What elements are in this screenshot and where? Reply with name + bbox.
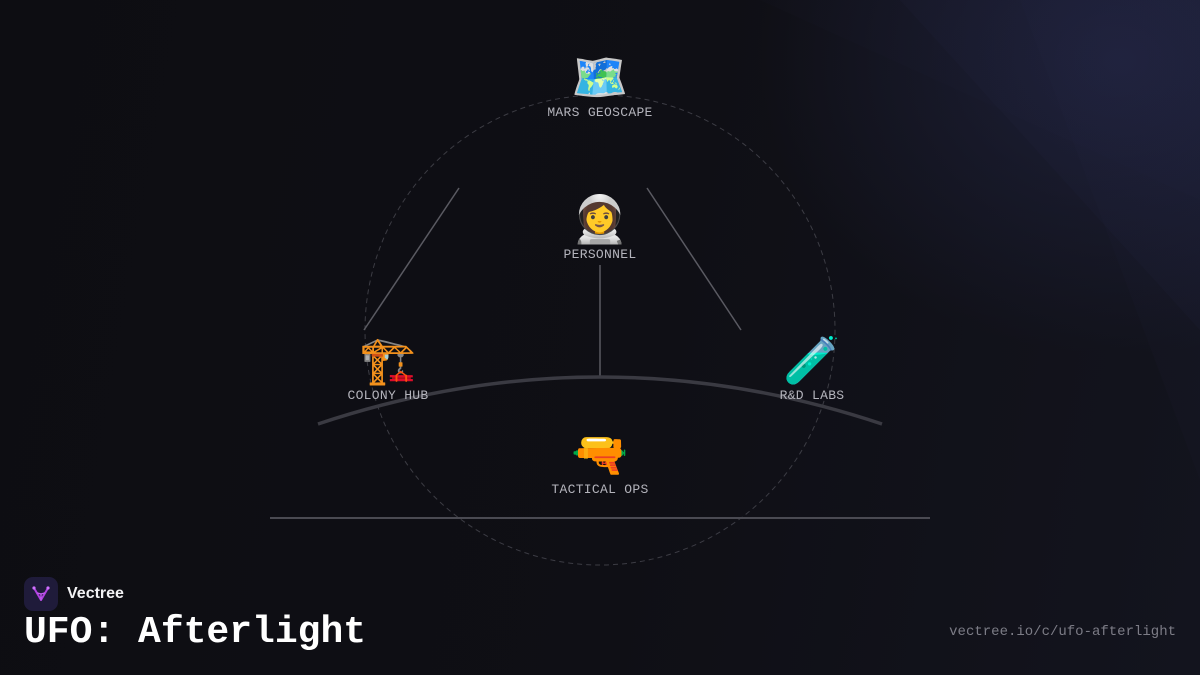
astronaut-icon: 👩‍🚀	[571, 192, 629, 246]
vectree-logo-icon	[24, 577, 58, 611]
node-mars-geoscape[interactable]: 🗺️ MARS GEOSCAPE	[520, 50, 680, 120]
construction-crane-icon: 🏗️	[359, 333, 417, 387]
connector-labs	[646, 187, 742, 331]
blaster-icon: 🔫	[571, 427, 629, 481]
node-personnel[interactable]: 👩‍🚀 PERSONNEL	[520, 192, 680, 262]
node-rd-labs[interactable]: 🧪 R&D LABS	[732, 333, 892, 403]
brand-name: Vectree	[67, 585, 124, 602]
orbit-ring	[364, 94, 836, 566]
node-label: COLONY HUB	[347, 388, 429, 403]
brand[interactable]: Vectree	[24, 577, 124, 611]
page-title: UFO: Afterlight	[24, 611, 367, 654]
connector-colony	[363, 187, 460, 331]
node-label: TACTICAL OPS	[551, 482, 649, 497]
node-colony-hub[interactable]: 🏗️ COLONY HUB	[308, 333, 468, 403]
test-tube-icon: 🧪	[783, 333, 841, 387]
horizon-arc	[317, 375, 883, 426]
node-label: MARS GEOSCAPE	[547, 105, 653, 120]
course-url[interactable]: vectree.io/c/ufo-afterlight	[949, 624, 1176, 640]
node-label: R&D LABS	[779, 388, 845, 403]
node-tactical-ops[interactable]: 🔫 TACTICAL OPS	[520, 427, 680, 497]
node-label: PERSONNEL	[563, 247, 637, 262]
map-icon: 🗺️	[571, 50, 629, 104]
